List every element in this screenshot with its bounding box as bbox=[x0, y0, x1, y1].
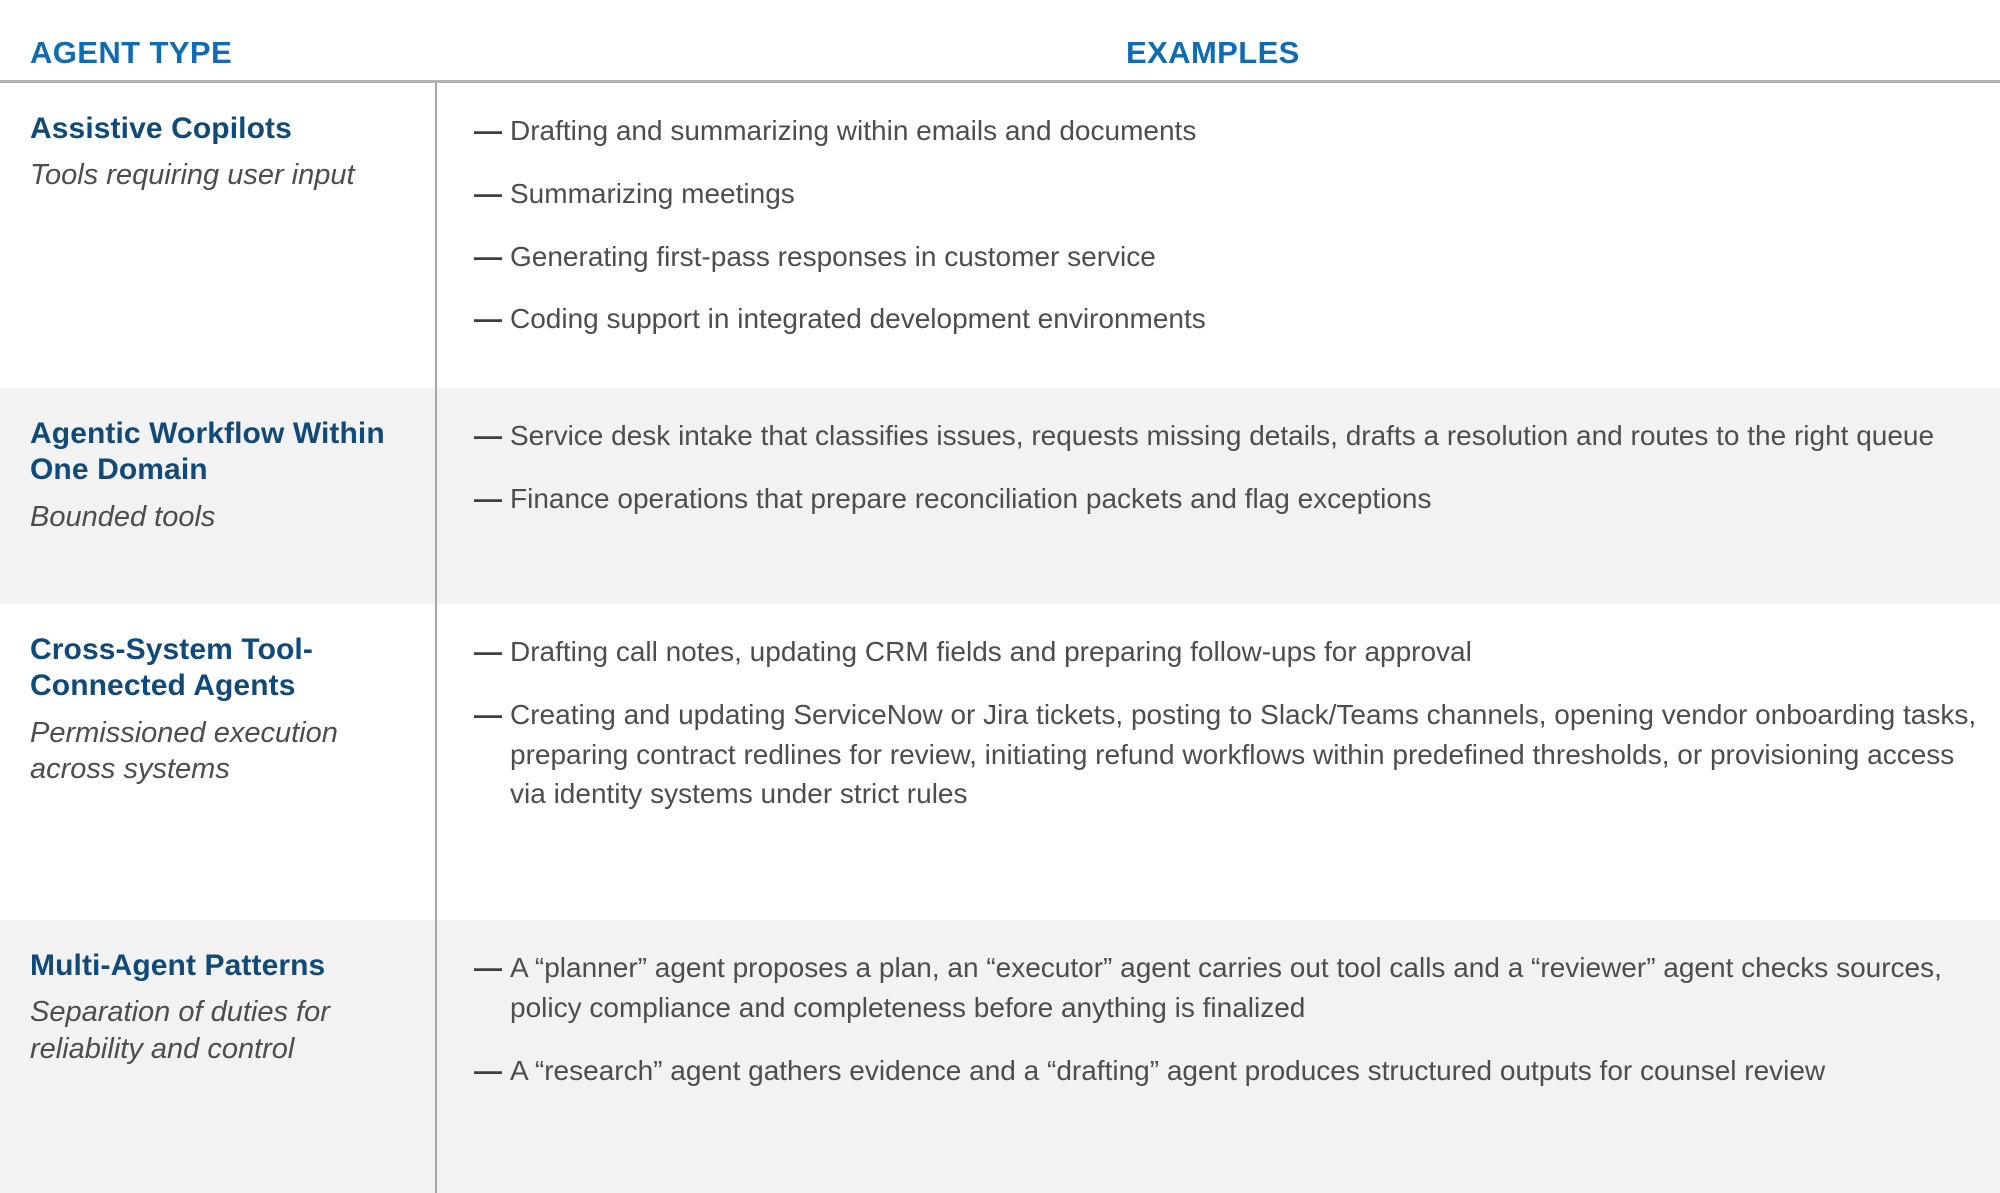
example-text: Finance operations that prepare reconcil… bbox=[510, 482, 1432, 514]
examples-list: — Drafting and summarizing within emails … bbox=[474, 111, 1980, 339]
agent-type-title: Cross-System Tool-Connected Agents bbox=[30, 633, 313, 703]
example-text: Summarizing meetings bbox=[510, 177, 795, 209]
example-list-item: —A “research” agent gathers evidence and… bbox=[474, 1051, 1980, 1091]
example-list-item: — Drafting call notes, updating CRM field… bbox=[474, 632, 1980, 672]
agent-type-title: Multi-Agent Patterns bbox=[30, 949, 326, 982]
em-dash-bullet-icon: — bbox=[474, 1054, 502, 1086]
examples-list: — Drafting call notes, updating CRM field… bbox=[474, 632, 1980, 814]
examples-list: —A “planner” agent proposes a plan, an “… bbox=[474, 948, 1980, 1090]
em-dash-bullet-icon: — bbox=[474, 240, 502, 272]
em-dash-bullet-icon: — bbox=[474, 636, 502, 667]
em-dash-bullet-icon: — bbox=[474, 303, 502, 335]
example-list-item: —Coding support in integrated developmen… bbox=[474, 299, 1980, 339]
em-dash-bullet-icon: — bbox=[474, 698, 502, 730]
em-dash-bullet-icon: — bbox=[474, 115, 502, 146]
em-dash-bullet-icon: — bbox=[474, 952, 502, 983]
agent-type-subtitle: Separation of duties for reliability and… bbox=[30, 996, 330, 1066]
example-list-item: — Drafting and summarizing within emails … bbox=[474, 111, 1980, 151]
example-list-item: — A “planner” agent proposes a plan, an “… bbox=[474, 948, 1980, 1028]
agent-type-title: Assistive Copilots bbox=[30, 112, 292, 145]
example-text: Drafting and summarizing within emails a… bbox=[510, 115, 1197, 146]
example-text: Coding support in integrated development… bbox=[510, 303, 1206, 335]
example-text: Drafting call notes, updating CRM fields… bbox=[510, 636, 1472, 667]
column-header-agent-type: AGENT TYPE bbox=[30, 34, 233, 70]
example-list-item: —Creating and updating ServiceNow or Jir… bbox=[474, 695, 1980, 814]
example-list-item: — Service desk intake that classifies iss… bbox=[474, 416, 1980, 456]
agent-type-subtitle: Tools requiring user input bbox=[30, 159, 355, 192]
example-text: Generating first-pass responses in custo… bbox=[510, 240, 1156, 272]
agent-type-subtitle: Bounded tools bbox=[30, 500, 216, 533]
em-dash-bullet-icon: — bbox=[474, 420, 502, 451]
example-text: A “planner” agent proposes a plan, an “e… bbox=[510, 952, 1942, 1023]
em-dash-bullet-icon: — bbox=[474, 482, 502, 514]
agent-type-subtitle: Permissioned execution across systems bbox=[30, 716, 338, 786]
example-text: A “research” agent gathers evidence and … bbox=[510, 1054, 1826, 1086]
examples-list: — Service desk intake that classifies iss… bbox=[474, 416, 1980, 519]
example-list-item: —Summarizing meetings bbox=[474, 174, 1980, 214]
examples-cell: — Drafting and summarizing within emails … bbox=[437, 83, 2000, 388]
agent-type-title: Agentic Workflow Within One Domain bbox=[30, 417, 385, 487]
examples-cell: — Service desk intake that classifies iss… bbox=[437, 388, 2000, 604]
example-text: Creating and updating ServiceNow or Jira… bbox=[510, 698, 1977, 810]
example-list-item: —Finance operations that prepare reconci… bbox=[474, 479, 1980, 519]
examples-cell: — Drafting call notes, updating CRM field… bbox=[437, 604, 2000, 920]
column-header-examples: EXAMPLES bbox=[1126, 34, 1300, 70]
examples-cell: —A “planner” agent proposes a plan, an “… bbox=[437, 920, 2000, 1193]
em-dash-bullet-icon: — bbox=[474, 177, 502, 209]
example-text: Service desk intake that classifies issu… bbox=[510, 420, 1935, 451]
table-header-row: AGENT TYPE EXAMPLES bbox=[0, 0, 2000, 83]
example-list-item: —Generating first-pass responses in cust… bbox=[474, 237, 1980, 277]
